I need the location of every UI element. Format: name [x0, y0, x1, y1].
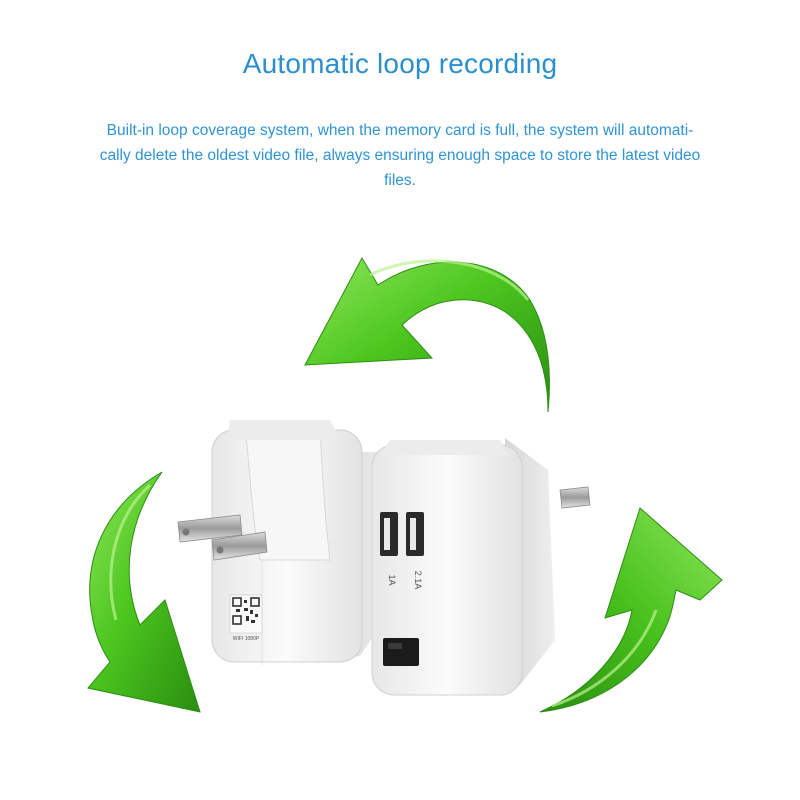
usb-port-1a: [380, 512, 398, 556]
description-line-1: Built-in loop coverage system, when the …: [106, 122, 694, 139]
loop-arrow-left-icon: [87, 471, 201, 713]
qr-code-icon: WIFI 1080P: [229, 594, 263, 642]
camera-lens-window: [383, 638, 419, 666]
charger-camera-front: 1A 2.1A: [371, 438, 591, 696]
loop-arrow-right-icon: [539, 507, 723, 713]
description-text: Built-in loop coverage system, when the …: [40, 118, 760, 193]
page-title: Automatic loop recording: [242, 48, 558, 79]
description-line-2: cally delete the oldest video file, alwa…: [99, 147, 701, 164]
charger-camera-back: WIFI 1080P: [177, 420, 398, 665]
plug-prongs: [177, 514, 268, 561]
port-label-left: 1A: [387, 574, 397, 585]
port-label-right: 2.1A: [413, 571, 423, 590]
usb-port-2-1a: [406, 512, 424, 556]
description-line-3: files.: [384, 172, 416, 189]
loop-arrow-top-icon: [304, 256, 550, 413]
sticker-text: WIFI 1080P: [233, 636, 260, 642]
